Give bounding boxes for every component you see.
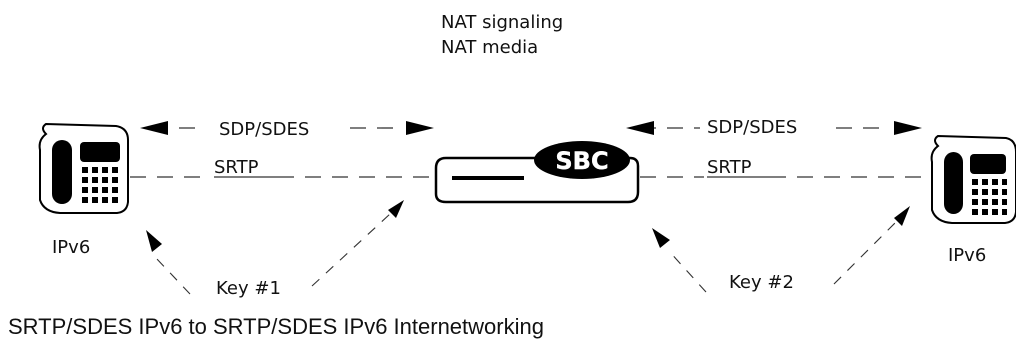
nat-note: NAT signaling NAT media bbox=[441, 10, 563, 60]
left-sdp-label: SDP/SDES bbox=[219, 119, 309, 140]
right-key-arrows bbox=[652, 206, 910, 293]
right-phone-label: IPv6 bbox=[948, 245, 986, 266]
nat-signaling-text: NAT signaling bbox=[441, 12, 564, 33]
left-key-arrows bbox=[146, 200, 404, 295]
left-srtp-label: SRTP bbox=[214, 157, 259, 178]
right-key-label: Key #2 bbox=[729, 272, 794, 293]
right-srtp-label: SRTP bbox=[707, 157, 752, 178]
network-diagram: IPv6 IPv6 SBC SDP/SDES SRTP bbox=[38, 117, 1016, 299]
sbc-badge: SBC bbox=[534, 141, 630, 179]
left-phone-label: IPv6 bbox=[52, 237, 90, 258]
right-sdp-arrow bbox=[626, 121, 922, 135]
right-sdp-label: SDP/SDES bbox=[707, 117, 797, 138]
left-key-label: Key #1 bbox=[216, 278, 281, 299]
left-sdp-arrow bbox=[140, 121, 434, 135]
left-phone-icon bbox=[38, 122, 129, 214]
diagram-caption: SRTP/SDES IPv6 to SRTP/SDES IPv6 Interne… bbox=[8, 314, 544, 339]
right-phone-icon bbox=[930, 134, 1016, 224]
nat-media-text: NAT media bbox=[441, 37, 539, 58]
sbc-badge-text: SBC bbox=[555, 147, 608, 175]
